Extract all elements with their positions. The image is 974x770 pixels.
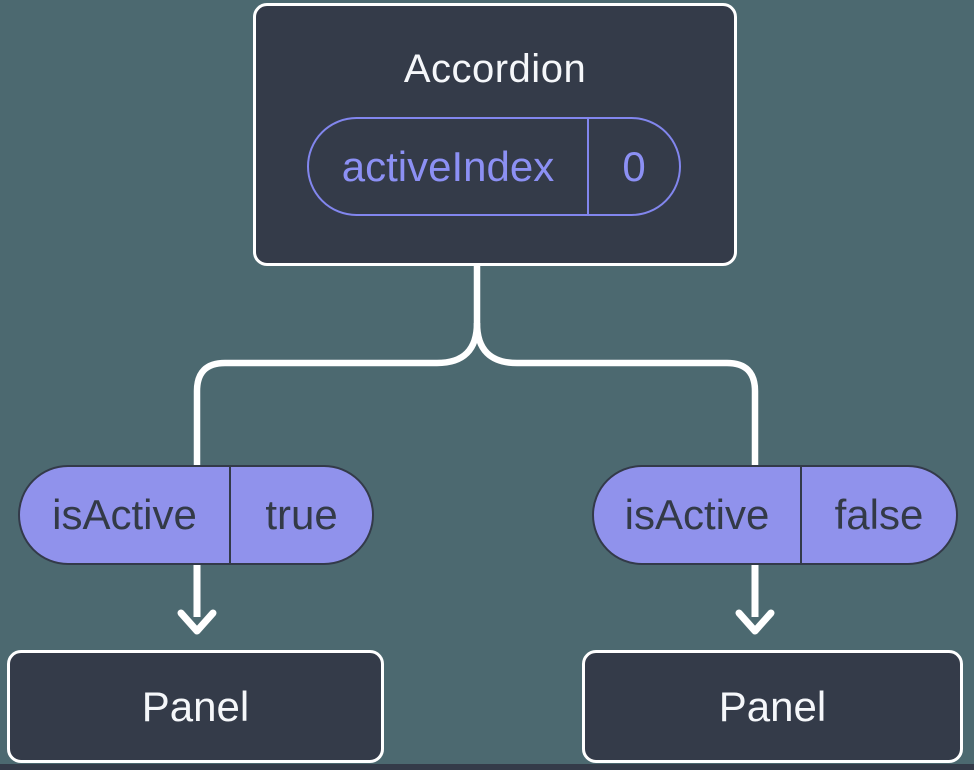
panel-node-title: Panel	[141, 682, 250, 730]
panel-node-left: Panel	[7, 650, 384, 763]
state-value-label: 0	[622, 142, 646, 190]
prop-name-label: isActive	[594, 467, 802, 563]
panel-node-right: Panel	[582, 650, 963, 763]
arrow-left-head-icon	[177, 609, 217, 635]
accordion-node-title: Accordion	[403, 47, 587, 91]
state-name-label: activeIndex	[309, 119, 589, 214]
prop-pill-isactive-true: isActive true	[18, 465, 374, 565]
panel-node-title: Panel	[718, 682, 827, 730]
connector-branch-right	[473, 322, 759, 470]
connector-branch-left	[193, 258, 481, 470]
prop-value-label: true	[265, 491, 338, 538]
accordion-node: Accordion activeIndex 0	[253, 3, 737, 266]
arrow-right-head-icon	[735, 609, 775, 635]
prop-pill-isactive-false: isActive false	[592, 465, 958, 565]
prop-value-label: false	[834, 491, 924, 538]
prop-name-label: isActive	[20, 467, 231, 563]
bottom-edge-strip	[0, 764, 974, 770]
state-pill: activeIndex 0	[307, 117, 681, 216]
